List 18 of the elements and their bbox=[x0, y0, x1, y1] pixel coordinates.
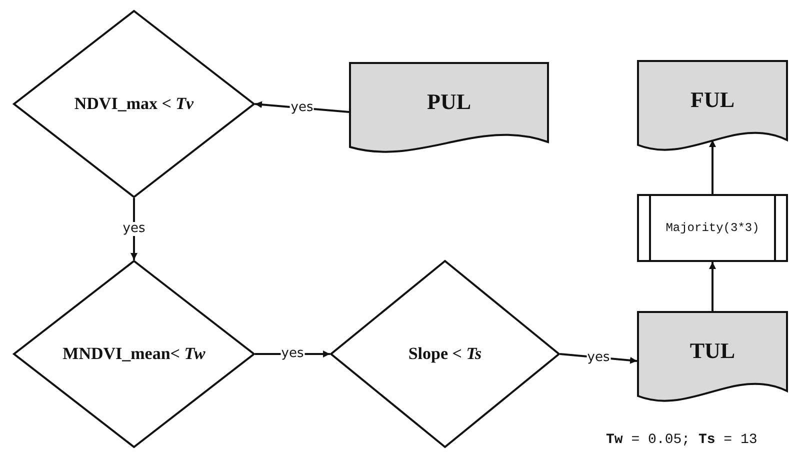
operation-text: Majority(3*3) bbox=[666, 221, 760, 235]
condition-text: Slope < Ts bbox=[408, 344, 482, 364]
edge-label: yes bbox=[586, 350, 611, 364]
layer-name: PUL bbox=[427, 89, 471, 115]
decision-diamond bbox=[13, 10, 255, 198]
edge-label: yes bbox=[122, 222, 146, 236]
decision-diamond bbox=[330, 260, 560, 448]
arrow bbox=[709, 262, 716, 311]
edge-label: yes bbox=[280, 347, 305, 361]
condition-text: NDVI_max < Tv bbox=[74, 94, 194, 114]
layer-name: TUL bbox=[690, 338, 736, 364]
edge-label: yes bbox=[290, 101, 314, 115]
predefined-process-box bbox=[637, 194, 788, 262]
arrow bbox=[709, 140, 716, 194]
condition-text: MNDVI_mean< Tw bbox=[62, 344, 206, 364]
layer-name: FUL bbox=[690, 87, 734, 113]
threshold-note: Tw = 0.05; Ts = 13 bbox=[606, 432, 758, 448]
decision-diamond bbox=[13, 260, 255, 448]
